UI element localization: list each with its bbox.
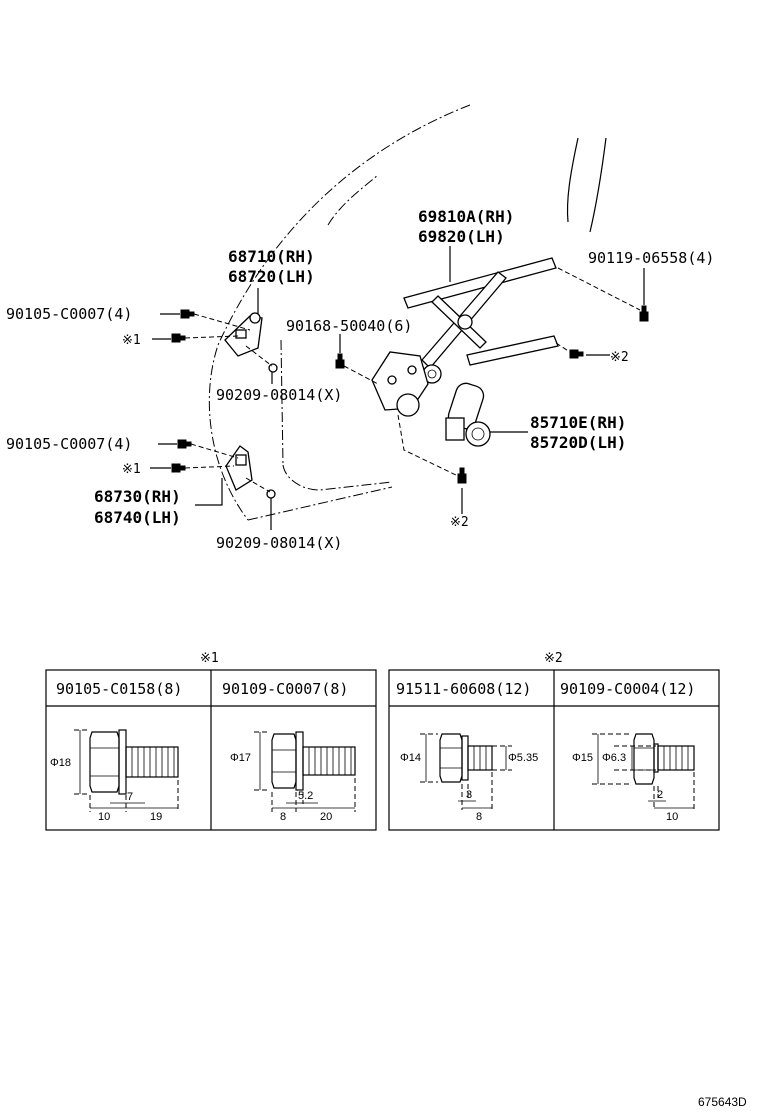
- table2-mark: ※2: [544, 651, 563, 666]
- bolt-drawing-90109-C0004: Φ15 Φ6.3 2 10: [572, 733, 695, 823]
- label-ref1-upper: ※1: [122, 333, 141, 348]
- label-hinge-lower-rh: 68730(RH): [94, 487, 181, 506]
- dim-3: 3: [466, 789, 472, 801]
- regulator-motor: [445, 382, 491, 447]
- dim-10b: 10: [666, 811, 678, 823]
- figure-id: 675643D: [698, 1095, 747, 1109]
- label-regulator-lh: 69820(LH): [418, 227, 505, 246]
- table2-col2-part: 90109-C0004(12): [560, 680, 695, 698]
- bolt-90105-lower: [177, 439, 192, 449]
- dim-shaft-5-35: Φ5.35: [508, 752, 538, 764]
- reference-table-1: ※1 90105-C0158(8) 90109-C0007(8) Φ18 7 1…: [45, 651, 377, 831]
- bolt-90105-upper: [180, 309, 195, 319]
- label-hinge-upper-lh: 68720(LH): [228, 267, 315, 286]
- dim-head-14: Φ14: [400, 752, 421, 764]
- label-ref2-bottom: ※2: [450, 515, 469, 530]
- label-hinge-lower-lh: 68740(LH): [94, 508, 181, 527]
- leader-lines: [150, 246, 645, 530]
- dim-8: 8: [280, 811, 286, 823]
- table1-col2-part: 90109-C0007(8): [222, 680, 348, 698]
- label-motor-lh: 85720D(LH): [530, 433, 626, 452]
- label-bolt-regulator-motor: 90168-50040(6): [286, 317, 412, 335]
- dim-2: 2: [657, 789, 663, 801]
- label-nut-upper-hinge: 90209-08014(X): [216, 386, 342, 404]
- bolt-90119: [639, 305, 649, 322]
- bolt-90168: [335, 353, 345, 369]
- table1-col1-part: 90105-C0158(8): [56, 680, 182, 698]
- window-regulator: [371, 257, 559, 417]
- label-regulator-rh: 69810A(RH): [418, 207, 514, 226]
- dim-8b: 8: [476, 811, 482, 823]
- label-bolt-lower-hinge: 90105-C0007(4): [6, 435, 132, 453]
- label-bolt-upper-hinge: 90105-C0007(4): [6, 305, 132, 323]
- upper-hinge: [224, 312, 263, 357]
- bolt-ref2-bottom: [457, 467, 467, 484]
- dim-head-15: Φ15: [572, 752, 593, 764]
- bolt-drawing-90109-C0007: Φ17 5.2 8 20: [230, 731, 356, 823]
- dim-10: 10: [98, 811, 110, 823]
- dim-20: 20: [320, 811, 332, 823]
- bolt-drawing-91511-60608: Φ14 Φ5.35 3 8: [400, 733, 538, 823]
- dim-head-17: Φ17: [230, 752, 251, 764]
- nut-upper: [268, 363, 278, 373]
- dim-19: 19: [150, 811, 162, 823]
- dim-7: 7: [127, 791, 133, 803]
- label-ref2-right: ※2: [610, 350, 629, 365]
- label-hinge-upper-rh: 68710(RH): [228, 247, 315, 266]
- reference-table-2: ※2 91511-60608(12) 90109-C0004(12) Φ14 Φ: [388, 651, 720, 831]
- bolt-drawing-90105-C0158: Φ18 7 10 19: [50, 729, 179, 823]
- dim-shaft-6-3: Φ6.3: [602, 752, 626, 764]
- bolt-ref1-lower: [171, 463, 186, 473]
- label-motor-rh: 85710E(RH): [530, 413, 626, 432]
- callout-labels: 69810A(RH) 69820(LH) 68710(RH) 68720(LH)…: [6, 207, 714, 552]
- dim-head-18: Φ18: [50, 757, 71, 769]
- dim-5-2: 5.2: [298, 790, 313, 802]
- table2-col1-part: 91511-60608(12): [396, 680, 531, 698]
- label-ref1-lower: ※1: [122, 462, 141, 477]
- door-outline: [208, 104, 607, 521]
- label-nut-lower-hinge: 90209-08014(X): [216, 534, 342, 552]
- fasteners: [171, 305, 649, 499]
- bolt-ref1-upper: [171, 333, 186, 343]
- lower-hinge: [225, 445, 253, 491]
- label-bolt-regulator-top: 90119-06558(4): [588, 249, 714, 267]
- bolt-ref2-right: [569, 349, 584, 359]
- table1-mark: ※1: [200, 651, 219, 666]
